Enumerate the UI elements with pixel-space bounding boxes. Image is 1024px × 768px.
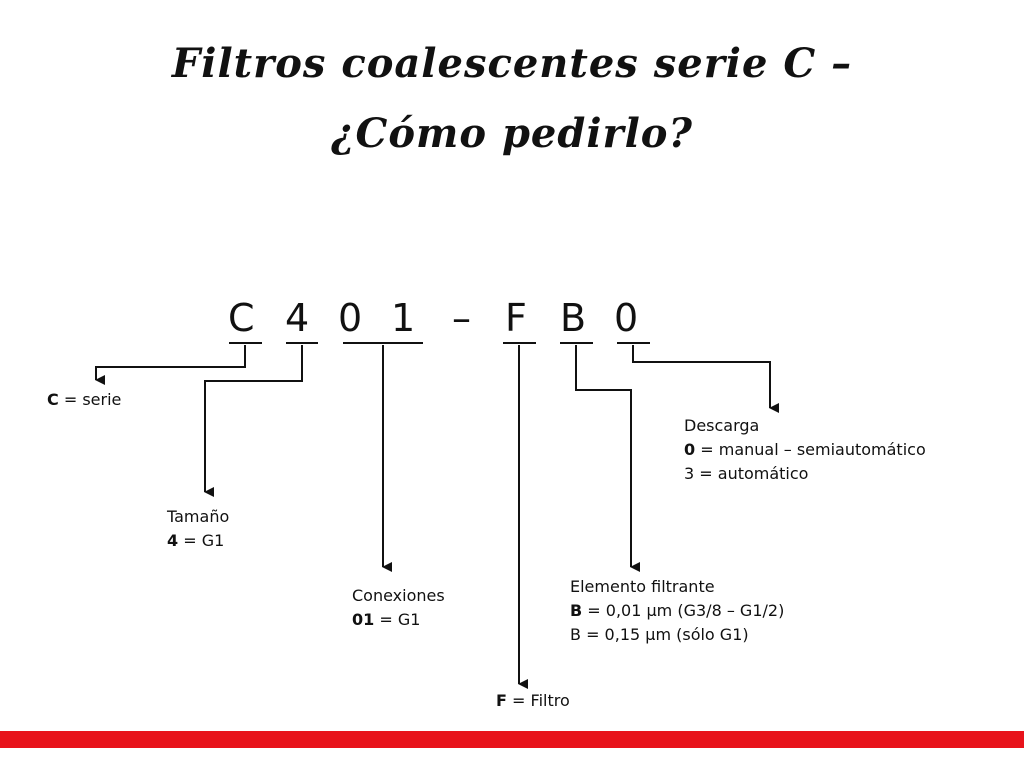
conexiones-label: Conexiones bbox=[352, 586, 445, 605]
callout-tamano: Tamaño 4 = G1 bbox=[167, 505, 229, 553]
code-char-drain: 0 bbox=[614, 296, 639, 340]
code-char-conn-a: 0 bbox=[338, 296, 363, 340]
filtro-value: = Filtro bbox=[512, 691, 570, 710]
code-char-c: C bbox=[228, 296, 255, 340]
code-char-f: F bbox=[505, 296, 527, 340]
bottom-accent-bar bbox=[0, 731, 1024, 748]
code-char-b: B bbox=[560, 296, 587, 340]
serie-key: C bbox=[47, 390, 59, 409]
elemento-line1-key: B bbox=[570, 601, 583, 620]
conexiones-key: 01 bbox=[352, 610, 375, 629]
code-char-conn-b: 1 bbox=[391, 296, 416, 340]
code-char-size: 4 bbox=[285, 296, 310, 340]
callout-serie: C = serie bbox=[47, 388, 121, 412]
elemento-line1-value: = 0,01 µm (G3/8 – G1/2) bbox=[587, 601, 785, 620]
elemento-label: Elemento filtrante bbox=[570, 577, 715, 596]
connector-serie bbox=[95, 345, 246, 385]
callout-descarga: Descarga 0 = manual – semiautomático 3 =… bbox=[684, 414, 926, 486]
descarga-label: Descarga bbox=[684, 416, 760, 435]
descarga-line2: 3 = automático bbox=[684, 464, 809, 483]
descarga-line1-value: = manual – semiautomático bbox=[700, 440, 926, 459]
tamano-key: 4 bbox=[167, 531, 179, 550]
code-char-dash: – bbox=[452, 296, 471, 340]
slide-title-line-2: ¿Cómo pedirlo? bbox=[331, 110, 693, 157]
callout-conexiones: Conexiones 01 = G1 bbox=[352, 584, 445, 632]
conexiones-value: = G1 bbox=[379, 610, 421, 629]
tamano-label: Tamaño bbox=[167, 507, 230, 526]
callout-elemento: Elemento filtrante B = 0,01 µm (G3/8 – G… bbox=[570, 575, 784, 647]
connector-tamano bbox=[204, 345, 303, 497]
descarga-line1-key: 0 bbox=[684, 440, 696, 459]
serie-value: = serie bbox=[63, 390, 122, 409]
tamano-value: = G1 bbox=[183, 531, 225, 550]
connector-elemento bbox=[575, 345, 640, 572]
filtro-key: F bbox=[496, 691, 507, 710]
callout-filtro: F = Filtro bbox=[496, 689, 570, 713]
elemento-line2: B = 0,15 µm (sólo G1) bbox=[570, 625, 749, 644]
connector-descarga bbox=[632, 345, 779, 413]
slide-title-line-1: Filtros coalescentes serie C – bbox=[171, 40, 853, 87]
